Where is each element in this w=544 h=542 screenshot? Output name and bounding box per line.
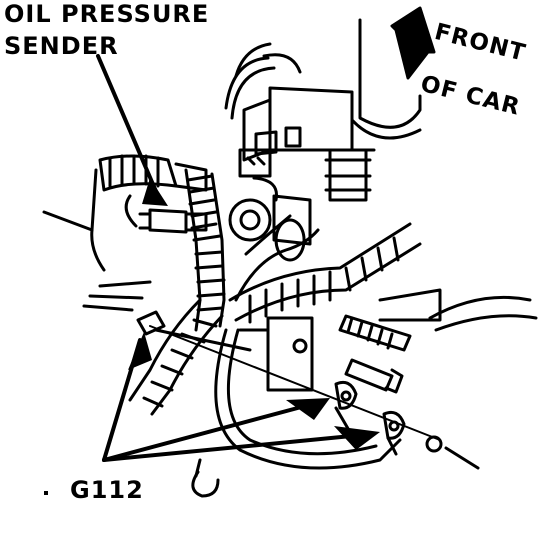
oil-pressure-sender xyxy=(148,208,188,234)
oil-pressure-label: OIL PRESSURE xyxy=(4,0,210,28)
bolt-right-upper xyxy=(338,314,412,352)
bullet-dot xyxy=(44,491,48,495)
arrowhead-oil-sender xyxy=(142,178,168,206)
sender-label: SENDER xyxy=(4,32,119,60)
front-direction-arrow xyxy=(390,6,436,80)
arrowhead-g112-3 xyxy=(334,426,380,450)
oil-filter-housing xyxy=(358,18,422,129)
bolt-right-lower xyxy=(344,358,394,392)
ground-terminal-2 xyxy=(382,410,406,440)
ground-terminal-1 xyxy=(334,380,358,410)
sender-block xyxy=(268,86,354,152)
lower-pipe-loop xyxy=(214,328,402,470)
mounting-bracket xyxy=(266,316,314,392)
arrowhead-g112-1 xyxy=(128,332,152,370)
arrowhead-g112-2 xyxy=(286,398,330,420)
ground-g112-label: G112 xyxy=(70,476,144,504)
